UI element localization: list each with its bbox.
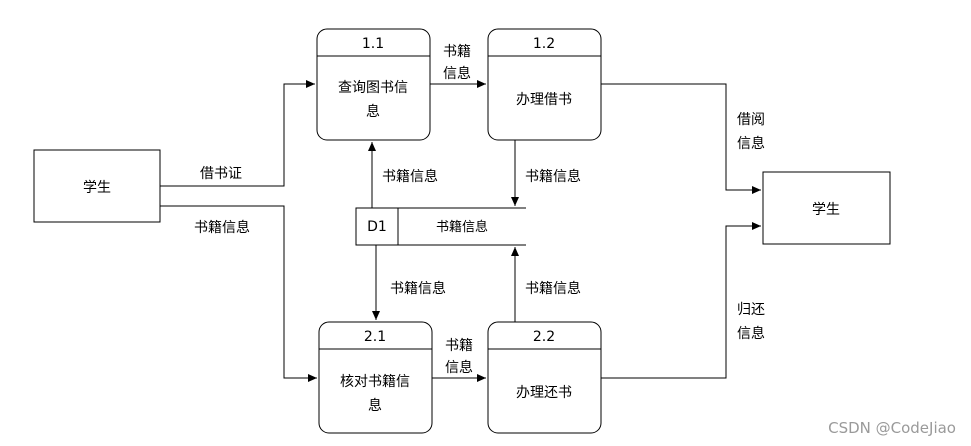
flow-borrow-card-label: 借书证 bbox=[200, 166, 242, 182]
flow-return-info-line1: 归还 bbox=[737, 301, 765, 318]
datastore-d1: D1 书籍信息 bbox=[355, 207, 526, 246]
process-2-1-label-line2: 息 bbox=[368, 397, 382, 414]
flow-d1-to-p21: 书籍信息 bbox=[372, 245, 446, 320]
process-2-1: 2.1 核对书籍信 息 bbox=[318, 321, 433, 434]
flow-d1-to-p21-label: 书籍信息 bbox=[390, 280, 446, 297]
flow-p12-to-d1-label: 书籍信息 bbox=[525, 168, 581, 185]
process-2-1-id: 2.1 bbox=[364, 329, 386, 345]
flow-p22-to-d1-label: 书籍信息 bbox=[525, 280, 581, 297]
process-1-2-label: 办理借书 bbox=[516, 92, 572, 108]
process-1-1-label-line2: 息 bbox=[366, 103, 380, 120]
flow-p11-to-p12-line1: 书籍 bbox=[443, 43, 471, 60]
process-2-2-id: 2.2 bbox=[533, 329, 555, 345]
flow-p21-to-p22-line1: 书籍 bbox=[445, 337, 473, 354]
flow-d1-to-p11-label: 书籍信息 bbox=[382, 168, 438, 185]
flow-borrow-read-line1: 借阅 bbox=[737, 112, 765, 128]
flow-p11-to-p12: 书籍 信息 bbox=[430, 43, 486, 88]
process-2-1-label-line1: 核对书籍信 bbox=[340, 373, 410, 390]
flow-book-info-left: 书籍信息 bbox=[160, 205, 317, 382]
flow-borrow-read-line2: 信息 bbox=[737, 135, 765, 152]
flow-book-info-left-label: 书籍信息 bbox=[194, 219, 250, 236]
flow-return-info-line2: 信息 bbox=[737, 325, 765, 342]
flow-p11-to-p12-line2: 信息 bbox=[443, 65, 471, 82]
process-1-2-id: 1.2 bbox=[533, 36, 555, 52]
flow-p12-to-d1: 书籍信息 bbox=[511, 140, 581, 206]
datastore-d1-id: D1 bbox=[367, 219, 387, 235]
entity-student-sink: 学生 bbox=[762, 171, 891, 245]
flow-p22-to-d1: 书籍信息 bbox=[511, 247, 581, 322]
flow-borrow-card: 借书证 bbox=[160, 80, 315, 187]
process-1-1: 1.1 查询图书信 息 bbox=[316, 28, 431, 141]
flow-return-info: 归还 信息 bbox=[601, 222, 765, 379]
flow-p21-to-p22-line2: 信息 bbox=[445, 359, 473, 376]
process-1-1-label-line1: 查询图书信 bbox=[338, 80, 408, 96]
flow-p21-to-p22: 书籍 信息 bbox=[432, 337, 486, 382]
entity-student-source: 学生 bbox=[33, 149, 161, 223]
flow-borrow-read: 借阅 信息 bbox=[601, 83, 765, 194]
datastore-d1-name: 书籍信息 bbox=[436, 219, 488, 235]
watermark: CSDN @CodeJiao bbox=[828, 419, 956, 437]
process-1-1-id: 1.1 bbox=[362, 36, 384, 52]
process-2-2-label: 办理还书 bbox=[516, 385, 572, 401]
process-2-2: 2.2 办理还书 bbox=[487, 321, 602, 434]
entity-student-source-label: 学生 bbox=[83, 180, 111, 196]
flow-d1-to-p11: 书籍信息 bbox=[368, 142, 438, 208]
process-1-2: 1.2 办理借书 bbox=[487, 28, 602, 141]
entity-student-sink-label: 学生 bbox=[812, 202, 840, 218]
